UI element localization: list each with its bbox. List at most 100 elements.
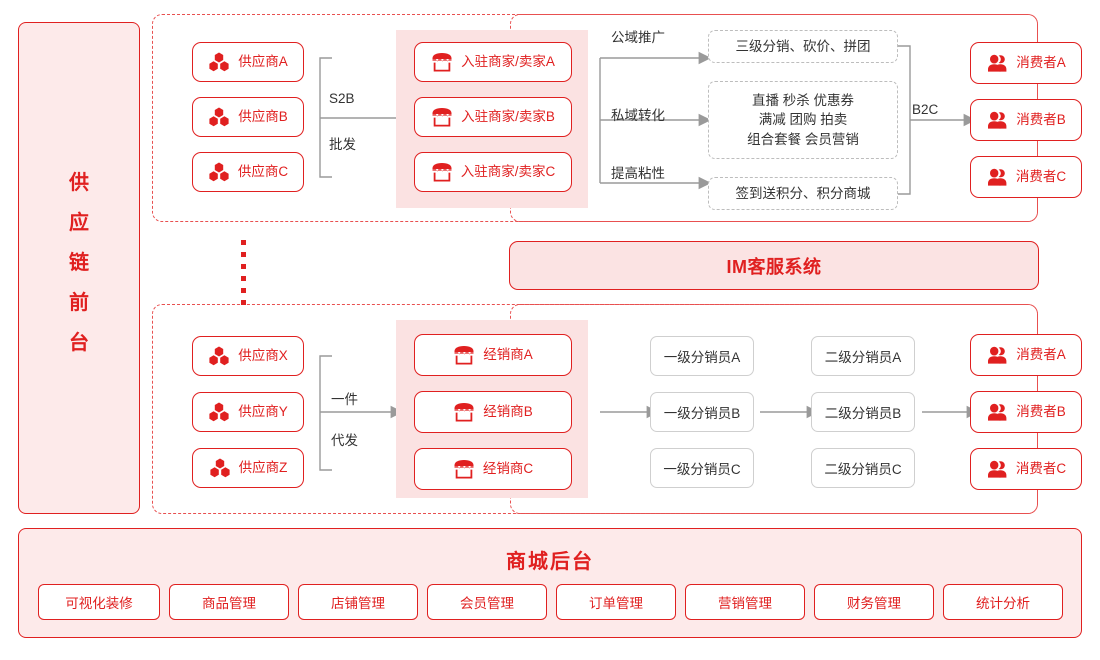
capability-text: 签到送积分、积分商城 (735, 185, 871, 201)
level2-distributor-node[interactable]: 二级分销员B (811, 392, 915, 432)
capability-box-marketing[interactable]: 直播 秒杀 优惠券 满减 团购 拍卖 组合套餐 会员营销 (708, 81, 898, 159)
channel-label-public-domain: 公域推广 (611, 30, 665, 45)
people-icon (986, 53, 1008, 73)
mall-backend-panel: 商城后台 (18, 528, 1082, 638)
storefront-icon (431, 52, 453, 72)
level1-distributor-node[interactable]: 一级分销员C (650, 448, 754, 488)
seller-node[interactable]: 入驻商家/卖家B (414, 97, 572, 137)
consumer-node[interactable]: 消费者C (970, 156, 1082, 198)
level2-distributor-node[interactable]: 二级分销员A (811, 336, 915, 376)
people-icon (986, 459, 1008, 479)
capability-text: 三级分销、砍价、拼团 (735, 38, 871, 54)
level1-distributor-node[interactable]: 一级分销员A (650, 336, 754, 376)
backend-chip-marketing-management[interactable]: 营销管理 (685, 584, 805, 620)
storefront-icon (453, 402, 475, 422)
im-service-label: IM客服系统 (726, 256, 822, 277)
backend-chip-order-management[interactable]: 订单管理 (556, 584, 676, 620)
backend-chip-statistics-analysis[interactable]: 统计分析 (943, 584, 1063, 620)
seller-label: 入驻商家/卖家C (460, 164, 556, 180)
supplier-node[interactable]: 供应商C (192, 152, 304, 192)
storefront-icon (453, 345, 475, 365)
backend-chip-member-management[interactable]: 会员管理 (427, 584, 547, 620)
backend-chip-visual-decoration[interactable]: 可视化装修 (38, 584, 160, 620)
connector-label-b2c: B2C (912, 102, 939, 117)
backend-chip-finance-management[interactable]: 财务管理 (814, 584, 934, 620)
seller-label: 入驻商家/卖家A (461, 54, 555, 70)
backend-chip-store-management[interactable]: 店铺管理 (298, 584, 418, 620)
people-icon (986, 110, 1008, 130)
connector-label-s2b: S2B (329, 91, 355, 106)
people-icon (986, 167, 1008, 187)
connector-label-single-item: 一件 (331, 392, 358, 407)
level2-distributor-label: 二级分销员A (824, 350, 902, 365)
consumer-label: 消费者C (1015, 461, 1067, 477)
sidebar-title-char: 前 (69, 292, 89, 314)
level1-distributor-label: 一级分销员B (663, 406, 741, 421)
capability-box-points[interactable]: 签到送积分、积分商城 (708, 177, 898, 210)
backend-chip-label: 会员管理 (460, 596, 514, 611)
ellipsis-dot (241, 300, 246, 305)
seller-node[interactable]: 入驻商家/卖家A (414, 42, 572, 82)
consumer-label: 消费者B (1016, 112, 1066, 128)
mall-backend-title: 商城后台 (506, 551, 594, 573)
level1-distributor-node[interactable]: 一级分销员B (650, 392, 754, 432)
seller-node[interactable]: 入驻商家/卖家C (414, 152, 572, 192)
hexagon-cluster-icon (208, 52, 230, 72)
backend-chip-label: 统计分析 (976, 596, 1030, 611)
backend-chip-product-management[interactable]: 商品管理 (169, 584, 289, 620)
dealer-node[interactable]: 经销商B (414, 391, 572, 433)
supply-chain-frontend-panel: 供 应 链 前 台 (18, 22, 140, 514)
supplier-node[interactable]: 供应商A (192, 42, 304, 82)
hexagon-cluster-icon (209, 458, 231, 478)
level2-distributor-node[interactable]: 二级分销员C (811, 448, 915, 488)
backend-chip-label: 商品管理 (202, 596, 256, 611)
hexagon-cluster-icon (208, 346, 230, 366)
backend-chip-label: 订单管理 (589, 596, 643, 611)
consumer-label: 消费者A (1016, 347, 1066, 363)
backend-chip-label: 店铺管理 (331, 596, 385, 611)
ellipsis-dot (241, 264, 246, 269)
supplier-label: 供应商Z (238, 460, 288, 476)
dealer-node[interactable]: 经销商A (414, 334, 572, 376)
ellipsis-dot (241, 252, 246, 257)
consumer-label: 消费者C (1015, 169, 1067, 185)
people-icon (986, 345, 1008, 365)
channel-label-private-domain: 私域转化 (611, 108, 665, 123)
hexagon-cluster-icon (208, 107, 230, 127)
backend-chip-label: 营销管理 (718, 596, 772, 611)
level1-distributor-label: 一级分销员A (663, 350, 741, 365)
sidebar-title-char: 供 (69, 172, 89, 194)
storefront-icon (431, 162, 453, 182)
consumer-node[interactable]: 消费者A (970, 334, 1082, 376)
dealer-label: 经销商A (483, 347, 533, 363)
im-service-bar[interactable]: IM客服系统 (509, 241, 1039, 290)
supplier-label: 供应商C (237, 164, 289, 180)
supplier-node[interactable]: 供应商Z (192, 448, 304, 488)
consumer-label: 消费者B (1016, 404, 1066, 420)
supplier-label: 供应商B (238, 109, 288, 125)
level2-distributor-label: 二级分销员B (824, 406, 902, 421)
distribution-zone (510, 304, 1038, 514)
storefront-icon (453, 459, 475, 479)
dealer-node[interactable]: 经销商C (414, 448, 572, 490)
sidebar-title-char: 台 (69, 332, 89, 354)
capability-text: 直播 秒杀 优惠券 满减 团购 拍卖 组合套餐 会员营销 (747, 92, 859, 147)
consumer-node[interactable]: 消费者B (970, 99, 1082, 141)
dealer-label: 经销商C (482, 461, 534, 477)
supplier-node[interactable]: 供应商B (192, 97, 304, 137)
capability-box-distribution[interactable]: 三级分销、砍价、拼团 (708, 30, 898, 63)
connector-label-wholesale: 批发 (329, 137, 356, 152)
consumer-node[interactable]: 消费者B (970, 391, 1082, 433)
supplier-label: 供应商A (238, 54, 288, 70)
supplier-node[interactable]: 供应商X (192, 336, 304, 376)
supplier-label: 供应商X (238, 348, 288, 364)
consumer-node[interactable]: 消费者A (970, 42, 1082, 84)
consumer-node[interactable]: 消费者C (970, 448, 1082, 490)
storefront-icon (431, 107, 453, 127)
sidebar-title-char: 链 (69, 252, 89, 274)
backend-chip-label: 可视化装修 (65, 596, 133, 611)
supplier-node[interactable]: 供应商Y (192, 392, 304, 432)
supply-chain-frontend-title: 供 应 链 前 台 (19, 163, 139, 363)
ellipsis-dot (241, 288, 246, 293)
